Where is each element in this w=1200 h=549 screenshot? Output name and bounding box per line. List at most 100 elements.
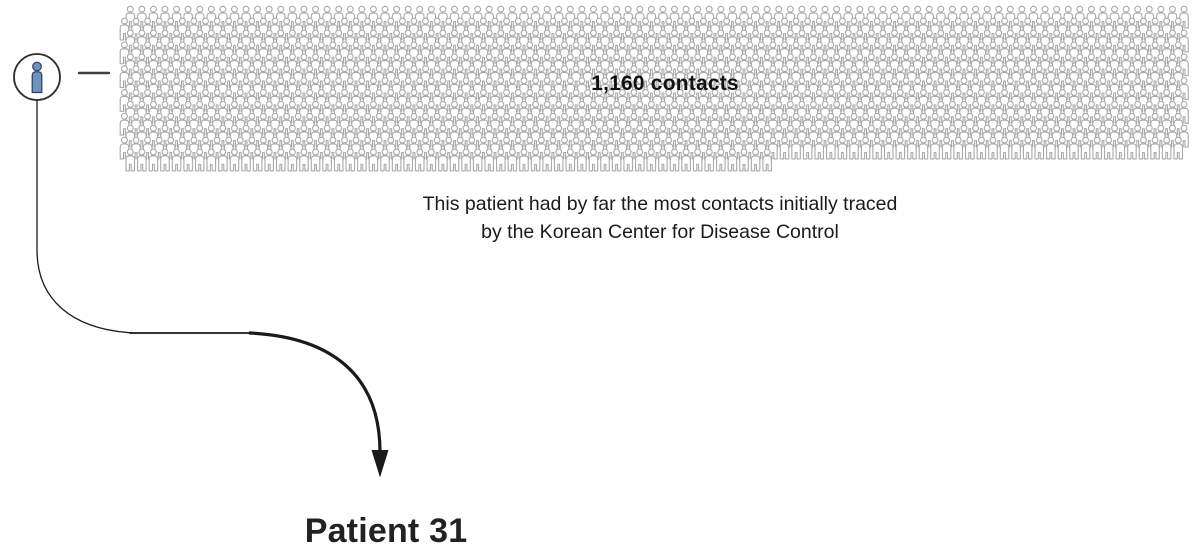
person-icon	[1161, 136, 1172, 160]
person-icon	[553, 148, 564, 172]
person-icon	[658, 148, 668, 172]
person-icon	[1127, 136, 1137, 160]
subject-label: Patient 31	[304, 512, 468, 549]
person-icon	[681, 148, 691, 172]
person-icon	[322, 148, 332, 172]
person-icon	[542, 148, 552, 172]
person-icon	[588, 148, 599, 172]
person-icon	[496, 148, 506, 172]
person-icon	[31, 61, 43, 94]
person-icon	[299, 148, 309, 172]
person-icon	[137, 148, 147, 172]
person-icon	[976, 136, 987, 160]
person-icon	[779, 136, 790, 160]
person-icon	[988, 136, 998, 160]
person-icon	[125, 148, 136, 172]
person-icon	[918, 136, 929, 160]
person-icon	[241, 148, 251, 172]
person-icon	[1022, 136, 1033, 160]
person-icon	[716, 148, 726, 172]
person-icon	[762, 148, 772, 172]
person-icon	[1173, 136, 1184, 160]
person-icon	[148, 148, 159, 172]
curved-arrow	[36, 99, 389, 478]
person-icon	[727, 148, 738, 172]
person-icon	[1080, 136, 1091, 160]
person-icon	[252, 148, 263, 172]
person-icon	[826, 136, 836, 160]
person-icon	[507, 148, 518, 172]
person-icon	[565, 148, 576, 172]
contacts-count-label: 1,160 contacts	[591, 72, 739, 95]
person-icon	[739, 148, 749, 172]
person-icon	[692, 148, 703, 172]
person-icon	[1034, 136, 1045, 160]
person-icon	[333, 148, 344, 172]
person-icon	[368, 148, 379, 172]
person-icon	[849, 136, 859, 160]
person-icon	[750, 148, 761, 172]
person-icon	[264, 148, 275, 172]
person-icon	[183, 148, 193, 172]
person-icon	[403, 148, 413, 172]
caption-line-1: This patient had by far the most contact…	[422, 193, 898, 215]
person-icon	[814, 136, 825, 160]
person-icon	[895, 136, 906, 160]
arrowhead-icon	[371, 450, 389, 478]
person-icon	[275, 148, 286, 172]
person-icon	[414, 148, 425, 172]
person-icon	[310, 148, 321, 172]
person-icon	[519, 148, 529, 172]
person-icon	[930, 136, 940, 160]
person-icon	[802, 136, 813, 160]
person-icon	[1046, 136, 1056, 160]
person-icon	[669, 148, 680, 172]
person-icon	[872, 136, 882, 160]
person-icon	[380, 148, 390, 172]
person-icon	[345, 148, 356, 172]
person-icon	[1057, 136, 1068, 160]
person-icon	[791, 136, 801, 160]
person-icon	[860, 136, 871, 160]
person-icon	[229, 148, 240, 172]
person-icon	[1011, 136, 1021, 160]
person-icon	[461, 148, 471, 172]
person-icon	[646, 148, 657, 172]
person-icon	[1103, 136, 1114, 160]
person-icon	[449, 148, 460, 172]
person-icon	[611, 148, 622, 172]
person-icon	[1069, 136, 1079, 160]
person-icon	[472, 148, 483, 172]
person-icon	[623, 148, 633, 172]
person-icon	[1115, 136, 1126, 160]
caption: This patient had by far the most contact…	[423, 190, 898, 246]
person-icon	[194, 148, 205, 172]
person-icon	[1138, 136, 1149, 160]
person-icon	[600, 148, 610, 172]
person-icon	[704, 148, 715, 172]
person-icon	[883, 136, 894, 160]
person-icon	[171, 148, 182, 172]
person-icon	[1150, 136, 1160, 160]
person-icon	[357, 148, 367, 172]
person-icon	[577, 148, 587, 172]
person-icon	[1092, 136, 1102, 160]
person-icon	[206, 148, 217, 172]
person-icon	[964, 136, 975, 160]
person-icon	[438, 148, 448, 172]
person-icon	[426, 148, 437, 172]
person-icon	[484, 148, 495, 172]
person-icon	[941, 136, 952, 160]
person-icon	[953, 136, 964, 160]
person-icon	[907, 136, 917, 160]
person-icon	[218, 148, 228, 172]
person-icon	[530, 148, 541, 172]
person-icon	[634, 148, 645, 172]
patient-node	[13, 53, 61, 101]
person-icon	[999, 136, 1010, 160]
person-icon	[837, 136, 848, 160]
caption-line-2: by the Korean Center for Disease Control	[481, 221, 839, 243]
person-icon	[287, 148, 298, 172]
